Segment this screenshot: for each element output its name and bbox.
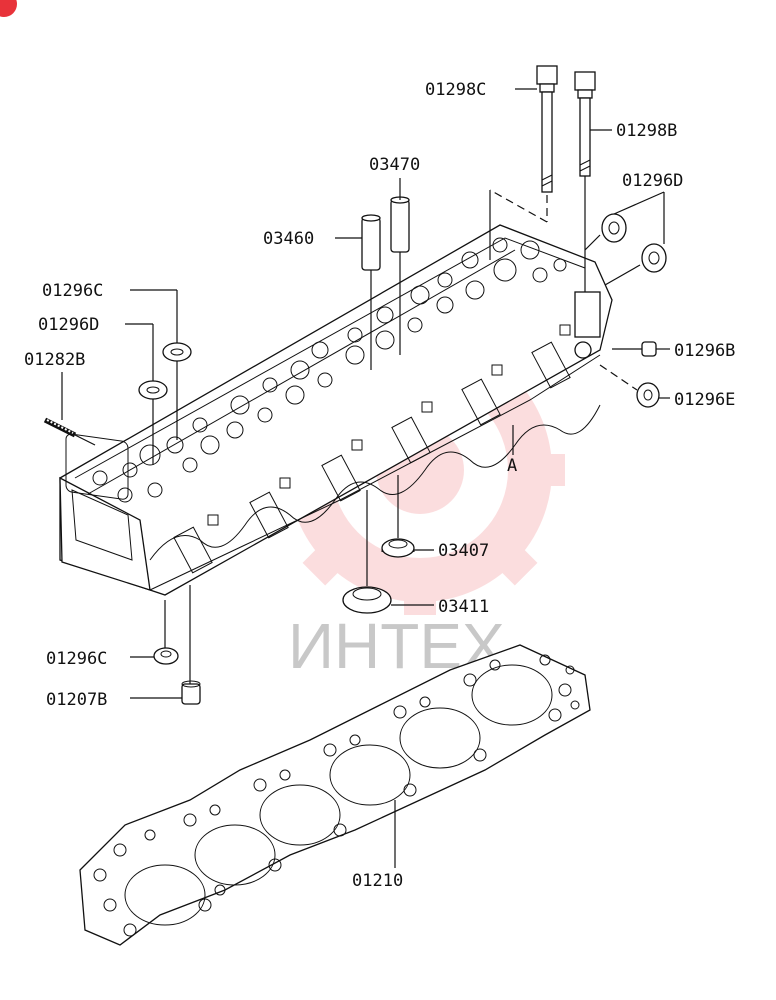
head-gasket-01210 <box>79 644 591 946</box>
bolt-01298B <box>574 71 596 177</box>
side-studs <box>207 324 571 526</box>
plug-01296B <box>641 341 657 357</box>
label-01296C-bottom: 01296C <box>46 649 107 669</box>
dowel-03470 <box>390 196 410 253</box>
label-01210: 01210 <box>352 871 403 891</box>
bore-3 <box>259 784 341 846</box>
washer-01296C-upper <box>162 342 192 362</box>
label-01207B: 01207B <box>46 690 107 710</box>
label-03470: 03470 <box>369 155 420 175</box>
label-01296B: 01296B <box>674 341 735 361</box>
label-03460: 03460 <box>263 229 314 249</box>
bolt-01298C <box>536 65 558 193</box>
bore-5 <box>399 707 481 769</box>
label-marker-A: A <box>507 456 517 476</box>
stud-01282B <box>43 417 77 438</box>
label-01298B: 01298B <box>616 121 677 141</box>
washer-01296D-left <box>138 380 168 400</box>
seal-03407 <box>381 538 415 558</box>
washer-01296E <box>636 382 660 408</box>
dowel-03460 <box>361 214 381 271</box>
label-01298C: 01298C <box>425 80 486 100</box>
nut-01207B <box>181 680 201 705</box>
label-01282B: 01282B <box>24 350 85 370</box>
washer-01296C-lower <box>153 647 179 665</box>
bore-4 <box>329 744 411 806</box>
washer-01296D-upper <box>601 213 667 273</box>
seal-03411 <box>342 586 392 614</box>
valve-holes <box>92 237 567 503</box>
label-03407: 03407 <box>438 541 489 561</box>
bore-6 <box>471 664 553 726</box>
label-03411: 03411 <box>438 597 489 617</box>
bore-1 <box>124 864 206 926</box>
label-01296D-top: 01296D <box>622 171 683 191</box>
label-01296D-left: 01296D <box>38 315 99 335</box>
label-01296C-top: 01296C <box>42 281 103 301</box>
label-01296E: 01296E <box>674 390 735 410</box>
corner-logo-icon <box>0 0 17 17</box>
cylinder-head <box>59 224 613 685</box>
bore-2 <box>194 824 276 886</box>
